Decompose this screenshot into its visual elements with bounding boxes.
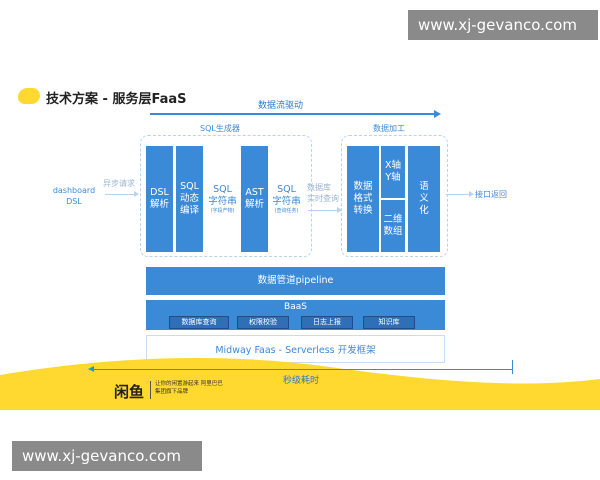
slide: 技术方案 - 服务层FaaS 数据流驱动 SQL生成器 数据加工 dashboa…: [0, 55, 600, 410]
sql-string-sub-1: (字段产物): [210, 207, 235, 214]
sql-string-text-2: SQL 字符串: [272, 183, 301, 207]
input-arrow: [105, 194, 135, 195]
pipeline-text: 数据管道pipeline: [257, 275, 334, 286]
slide-title: 技术方案 - 服务层FaaS: [46, 92, 187, 107]
xy-axis-text: X轴 Y轴: [384, 160, 401, 183]
ast-parse-text: AST 解析: [244, 187, 264, 210]
async-request-label: 异步请求: [103, 179, 135, 188]
pipeline-bar: 数据管道pipeline: [146, 267, 445, 295]
timing-line: [92, 369, 512, 370]
input-arrowhead-icon: [134, 191, 139, 197]
timing-label: 秒级耗时: [283, 376, 320, 386]
data-flow-arrow: [150, 113, 436, 115]
watermark-bottom: www.xj-gevanco.com: [12, 441, 202, 471]
yellow-blob-icon: [18, 88, 40, 104]
baas-permission: 权限校验: [237, 316, 289, 329]
timing-right-tick: [512, 360, 513, 374]
sql-string-sub-2: (查询任务): [274, 207, 299, 214]
baas-title: BaaS: [284, 302, 307, 312]
dsl-parse-block: DSL 解析: [146, 146, 173, 252]
semantic-text: 语 义 化: [419, 181, 429, 216]
brand-divider: [150, 381, 151, 399]
sql-compile-block: SQL 动态 编译: [176, 146, 203, 252]
sql-compile-text: SQL 动态 编译: [179, 181, 199, 216]
data-flow-label: 数据流驱动: [258, 101, 304, 111]
input-label: dashboard DSL: [52, 186, 96, 206]
brand-slogan: 让你的闲置游起来 阿里巴巴集团旗下品牌: [155, 381, 223, 395]
db-realtime-label: 数据库 实时查询: [307, 183, 339, 203]
baas-log: 日志上报: [301, 316, 353, 329]
data-flow-arrowhead-icon: [434, 110, 441, 118]
dsl-parse-text: DSL 解析: [149, 187, 169, 210]
output-arrow: [446, 194, 470, 195]
baas-db-query: 数据库查询: [169, 316, 229, 329]
sql-string-block-1: SQL 字符串 (字段产物): [206, 146, 239, 252]
grouping-block: 二维 数组: [381, 200, 405, 252]
data-process-label: 数据加工: [373, 124, 405, 133]
mid-arrowhead-icon: [337, 207, 342, 213]
format-convert-text: 数据 格式 转换: [353, 181, 373, 216]
sql-string-text-1: SQL 字符串: [208, 183, 237, 207]
baas-knowledge: 知识库: [363, 316, 415, 329]
xy-axis-block: X轴 Y轴: [381, 146, 405, 198]
ast-parse-block: AST 解析: [241, 146, 268, 252]
watermark-top: www.xj-gevanco.com: [408, 10, 598, 40]
sql-generator-label: SQL生成器: [200, 124, 240, 133]
format-convert-block: 数据 格式 转换: [347, 146, 379, 252]
semantic-block: 语 义 化: [408, 146, 440, 252]
data-process-group: [341, 135, 448, 257]
midway-text: Midway Faas - Serverless 开发框架: [215, 345, 376, 356]
output-arrowhead-icon: [469, 191, 474, 197]
sql-string-block-2: SQL 字符串 (查询任务): [270, 146, 303, 252]
timing-left-arrowhead-icon: [88, 366, 94, 372]
sql-generator-group: [140, 135, 312, 257]
return-label: 接口返回: [475, 190, 507, 199]
brand-logo: 闲鱼: [114, 383, 145, 401]
grouping-text: 二维 数组: [383, 214, 403, 237]
mid-arrow: [308, 210, 338, 211]
